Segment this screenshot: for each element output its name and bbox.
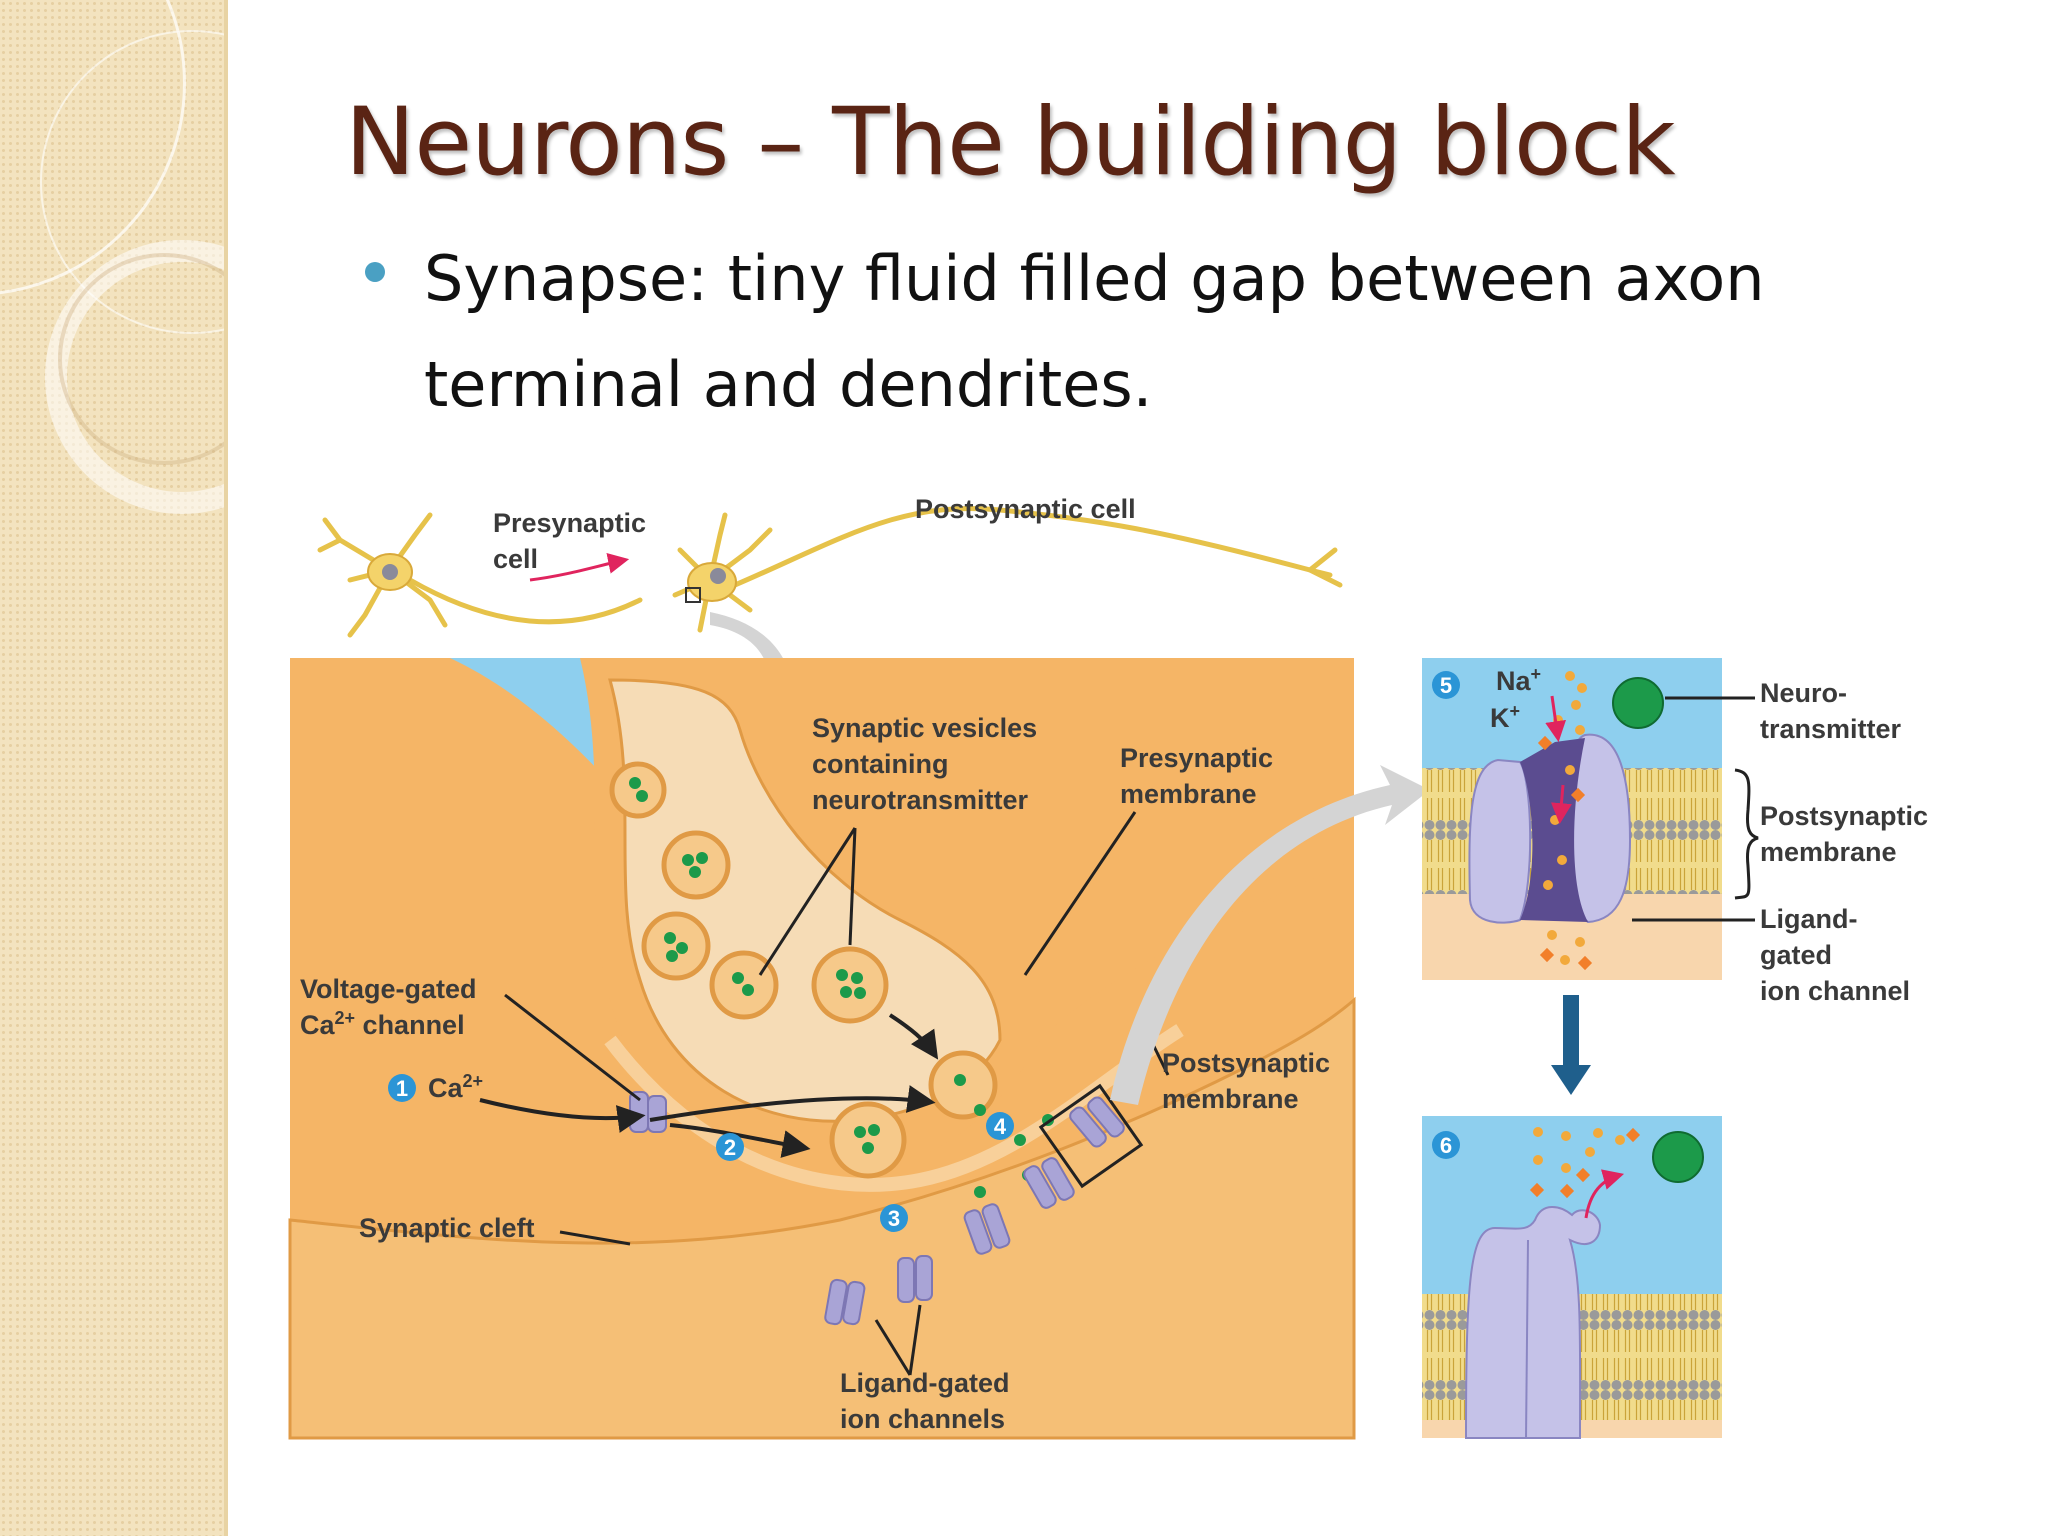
voltage-gated-channel (647, 1095, 667, 1133)
neurotransmitter-molecule (1612, 677, 1664, 729)
postsynaptic-membrane-label: Postsynaptic (1162, 1048, 1330, 1078)
presynaptic-neuron (317, 512, 643, 638)
inset-postsynaptic-membrane-label: membrane (1760, 837, 1897, 867)
inset-panel-step-6: 6 (1422, 1116, 1722, 1439)
vesicle (609, 761, 667, 819)
step-number: 5 (1440, 673, 1452, 698)
postsynaptic-cell-label: Postsynaptic cell (915, 494, 1136, 524)
inset-postsynaptic-membrane-label: Postsynaptic (1760, 801, 1928, 831)
presynaptic-cell-label: Presynaptic (493, 508, 646, 538)
ligand-gated-channel (842, 1280, 866, 1326)
decorative-ring (58, 253, 228, 465)
synaptic-cleft-label: Synaptic cleft (359, 1213, 535, 1243)
neurotransmitter-molecule (1652, 1131, 1704, 1183)
ligand-gated-channels-label: ion channels (840, 1404, 1005, 1434)
voltage-gated-channel-label: Ca2+ channel (300, 1008, 465, 1040)
synapse-diagram: Presynaptic cell Postsynaptic cell (288, 494, 1928, 1440)
vesicle (829, 1101, 907, 1179)
sidebar-edge (224, 0, 228, 1536)
release-arrow (1584, 1169, 1625, 1219)
synaptic-vesicles (609, 761, 1054, 1198)
ligand-gated-channel (1023, 1165, 1057, 1209)
zoom-callout-arrow (1110, 765, 1430, 1105)
step-number: 1 (396, 1076, 408, 1101)
decorative-sidebar (0, 0, 228, 1536)
slide-title: Neurons – The building block (345, 88, 1676, 197)
ligand-gated-channel (1069, 1106, 1107, 1148)
flow-arrows (479, 1013, 939, 1158)
presynaptic-cell-label: cell (493, 544, 538, 574)
step-transition-arrow (1551, 995, 1591, 1095)
inset-leader-lines (1632, 696, 1759, 922)
presynaptic-nucleus (382, 564, 398, 580)
ion-flow-arrow (1550, 784, 1572, 825)
neurotransmitter-label: Neuro- (1760, 678, 1847, 708)
postsynaptic-neuron (672, 505, 1343, 633)
synaptic-vesicles-label: Synaptic vesicles (812, 713, 1037, 743)
step-number: 4 (994, 1114, 1007, 1139)
bullet-text: Synapse: tiny fluid filled gap between a… (424, 242, 1765, 421)
ion-channels (629, 1091, 1125, 1326)
ligand-gated-channel (963, 1209, 993, 1255)
synaptic-vesicles-label: neurotransmitter (812, 785, 1029, 815)
ion-flow-arrow (1545, 695, 1567, 743)
ligand-gated-ion-channel-label: ion channel (1760, 976, 1910, 1006)
ligand-gated-channel (915, 1255, 933, 1301)
ligand-gated-channel (981, 1203, 1011, 1249)
ion-channel-left (1468, 758, 1532, 924)
ions (1533, 1127, 1625, 1173)
channel-pore (1520, 738, 1588, 922)
presynaptic-membrane-label: membrane (1120, 779, 1257, 809)
step-number: 3 (888, 1206, 900, 1231)
direction-arrow (529, 553, 630, 582)
ligand-gated-channel (824, 1278, 848, 1326)
postsynaptic-neuron-body (687, 562, 737, 602)
voltage-gated-channel-label: Voltage-gated (300, 974, 477, 1004)
inset-panel-step-5: 5 Na+ K+ (1422, 658, 1722, 980)
vesicle (811, 946, 889, 1024)
postsynaptic-membrane-label: membrane (1162, 1084, 1299, 1114)
step-badges: 1 2 3 4 (388, 1074, 1014, 1232)
synapse-main-panel (288, 658, 1356, 1440)
vesicle (661, 830, 731, 900)
step-number: 6 (1440, 1133, 1452, 1158)
ligand-gated-channel (1041, 1157, 1075, 1201)
zoom-indicator-box (685, 587, 701, 603)
ion-channel-closed (1464, 1206, 1602, 1439)
channel-seam (1525, 1239, 1529, 1439)
bullet-dot (365, 262, 385, 282)
presynaptic-membrane-label: Presynaptic (1120, 743, 1273, 773)
ligand-gated-ion-channel-label: Ligand- (1760, 904, 1857, 934)
postsynaptic-nucleus (710, 568, 726, 584)
neurotransmitter-molecules (629, 777, 1054, 1198)
ligand-gated-ion-channel-label: gated (1760, 940, 1832, 970)
calcium-ion-label: Ca2+ (428, 1071, 483, 1103)
ions (1529, 1127, 1641, 1199)
step-number: 2 (724, 1135, 736, 1160)
vesicle (709, 950, 779, 1020)
ligand-gated-channels-label: Ligand-gated (840, 1368, 1010, 1398)
ligand-gated-channel (1087, 1096, 1125, 1138)
vesicle (641, 911, 711, 981)
leader-lines (504, 811, 1170, 1376)
neurotransmitter-label: transmitter (1760, 714, 1902, 744)
synaptic-vesicles-label: containing (812, 749, 949, 779)
channel-zoom-box (1038, 1083, 1144, 1189)
ligand-gated-channel (897, 1257, 915, 1303)
potassium-label: K+ (1490, 701, 1520, 733)
sodium-label: Na+ (1496, 664, 1541, 696)
